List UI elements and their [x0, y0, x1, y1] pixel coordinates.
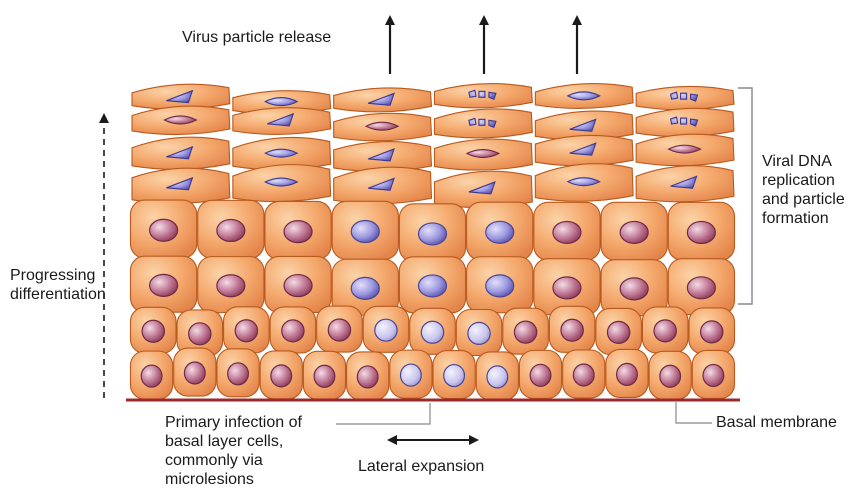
row-spinous-1-nucleus [620, 221, 648, 243]
row-basal-nucleus [530, 364, 551, 386]
row-basal-nucleus [314, 365, 335, 387]
basal-membrane-label: Basal membrane [716, 413, 837, 432]
row-parabasal-nucleus [142, 320, 164, 342]
row-basal-nucleus [401, 364, 422, 386]
row-parabasal-nucleus [421, 321, 443, 343]
basal-membrane-leader [676, 402, 712, 423]
row-spinous-2-nucleus [351, 277, 379, 299]
primary-infection-line-2: basal layer cells, [165, 432, 302, 451]
row-basal-nucleus [617, 363, 638, 385]
row-basal-nucleus [184, 362, 205, 384]
row-spinous-2-nucleus [553, 277, 581, 299]
virus-release-label: Virus particle release [182, 28, 331, 47]
row-parabasal-nucleus [282, 320, 304, 342]
progressing-label: Progressing differentiation [10, 266, 106, 304]
row-parabasal-nucleus [189, 323, 211, 345]
row-basal-nucleus [357, 366, 378, 388]
primary-infection-line-3: commonly via [165, 451, 302, 470]
row-spinous-2-nucleus [486, 275, 514, 297]
bracket-icon [738, 88, 752, 304]
lateral-expansion-label: Lateral expansion [358, 457, 484, 476]
row-spinous-2-nucleus [217, 275, 245, 297]
cell-layers [131, 84, 735, 400]
row-spinous-2-nucleus [687, 277, 715, 299]
row-spinous-2-nucleus [419, 275, 447, 297]
row-parabasal-nucleus [235, 320, 257, 342]
row-basal-nucleus [444, 365, 465, 387]
row-parabasal-nucleus [375, 319, 397, 341]
row-basal-nucleus [573, 364, 594, 386]
row-basal-nucleus [271, 365, 292, 387]
row-parabasal-nucleus [514, 321, 536, 343]
row-basal-nucleus [703, 364, 724, 386]
row-basal-nucleus [228, 363, 249, 385]
progressing-line-1: Progressing [10, 266, 106, 285]
row-spinous-1-nucleus [351, 221, 379, 243]
row-spinous-2-nucleus [150, 274, 178, 296]
row-spinous-1-nucleus [553, 221, 581, 243]
row-spinous-1-nucleus [687, 221, 715, 243]
row-spinous-2-nucleus [284, 275, 312, 297]
row-parabasal-nucleus [701, 321, 723, 343]
row-spinous-1-nucleus [217, 219, 245, 241]
row-basal-nucleus [660, 365, 681, 387]
progressing-line-2: differentiation [10, 285, 106, 304]
row-parabasal-nucleus [328, 319, 350, 341]
primary-infection-line-1: Primary infection of [165, 413, 302, 432]
primary-infection-label: Primary infection of basal layer cells, … [165, 413, 302, 489]
row-parabasal-nucleus [607, 321, 629, 343]
viral-dna-label: Viral DNA replication and particle forma… [762, 152, 845, 228]
viral-dna-line-2: replication [762, 171, 845, 190]
row-basal-nucleus [141, 365, 162, 387]
row-parabasal-nucleus [468, 322, 490, 344]
row-spinous-1-nucleus [150, 219, 178, 241]
viral-dna-line-4: formation [762, 209, 845, 228]
viral-dna-line-1: Viral DNA [762, 152, 845, 171]
row-spinous-2-nucleus [620, 278, 648, 300]
row-spinous-1-nucleus [419, 223, 447, 245]
primary-infection-leader [336, 403, 430, 424]
primary-infection-line-4: microlesions [165, 470, 302, 489]
row-basal-nucleus [487, 366, 508, 388]
row-spinous-1-nucleus [486, 221, 514, 243]
row-parabasal-nucleus [561, 319, 583, 341]
viral-dna-line-3: and particle [762, 190, 845, 209]
row-parabasal-nucleus [654, 320, 676, 342]
row-spinous-1-nucleus [284, 221, 312, 243]
